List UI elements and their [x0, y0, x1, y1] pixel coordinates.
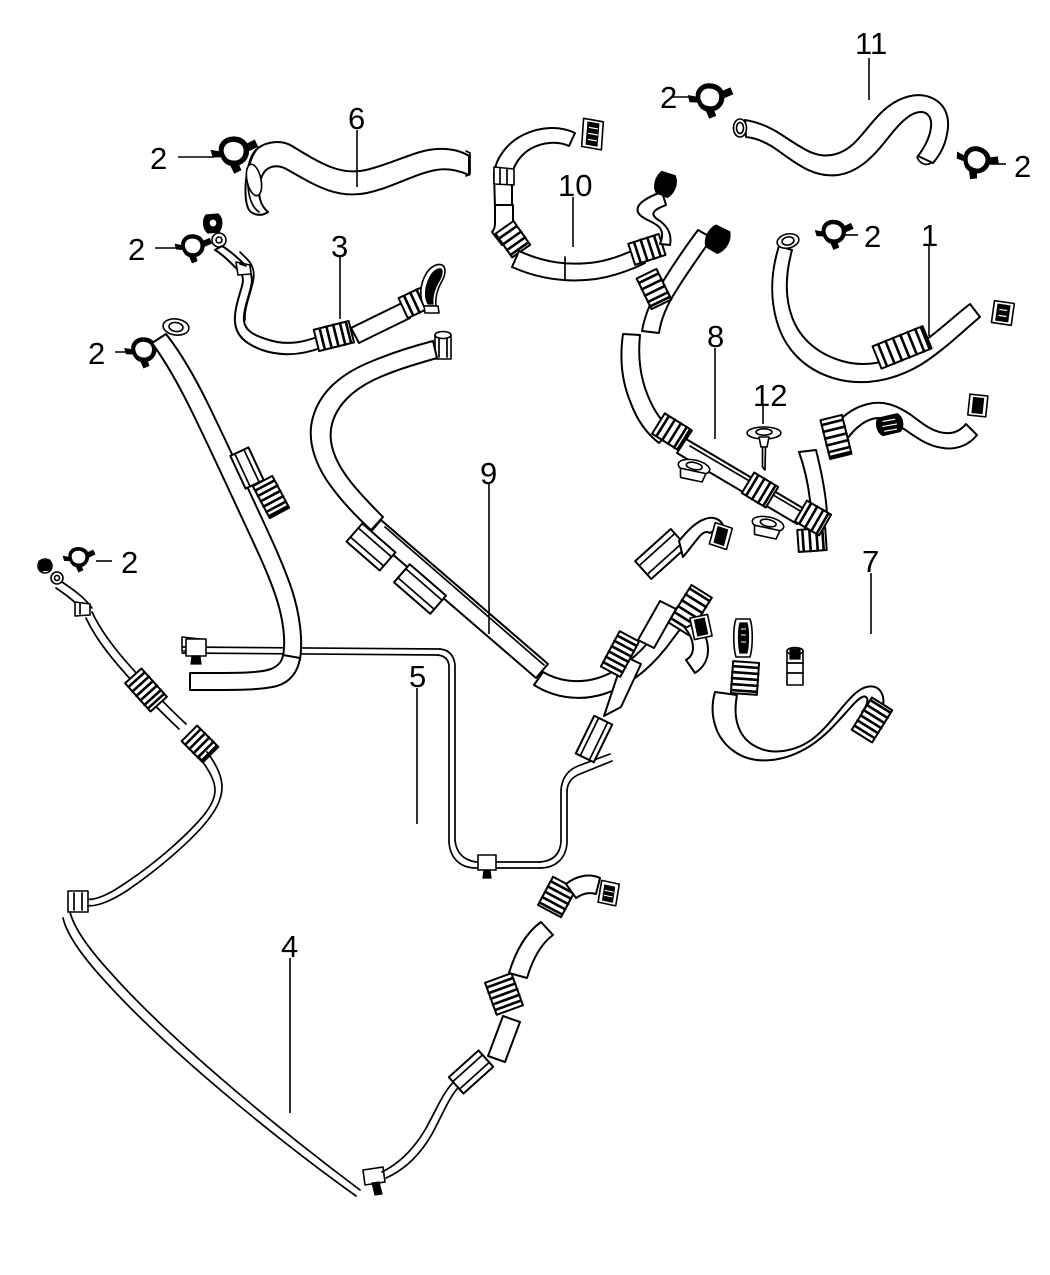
part-2-hose-clamp [686, 81, 736, 121]
callout-number-7: 7 [862, 544, 880, 579]
callout-number-2: 2 [1014, 149, 1032, 184]
part-4-long-cooler-line-lower [37, 558, 621, 1197]
callout-number-10: 10 [558, 168, 593, 203]
part-8-pressure-line-rail [620, 224, 833, 540]
callout-number-3: 3 [331, 229, 349, 264]
callout-number-8: 8 [707, 319, 725, 354]
part-1-power-steering-pressure-hose [771, 232, 1016, 384]
callout-leader-lines [96, 58, 1006, 1113]
callout-number-4: 4 [281, 929, 299, 964]
part-1-lower-return-branch [796, 393, 989, 553]
callout-number-2: 2 [128, 232, 146, 267]
callout-number-5: 5 [409, 659, 427, 694]
part-11-reservoir-return-hose [732, 94, 950, 177]
part-3-steering-return-line [202, 213, 446, 356]
callout-number-2: 2 [864, 219, 882, 254]
callout-number-2: 2 [150, 141, 168, 176]
callout-number-6: 6 [348, 101, 366, 136]
callout-number-2: 2 [88, 336, 106, 371]
callout-number-11: 11 [855, 26, 888, 61]
part-10-return-hose-upper [491, 117, 677, 282]
callout-number-9: 9 [480, 456, 498, 491]
part-9-pressure-hose-long [309, 330, 734, 699]
part-12-mounting-screw [746, 426, 782, 471]
callout-number-2: 2 [660, 80, 678, 115]
part-2-hose-clamp [61, 545, 98, 574]
callout-number-1: 1 [921, 218, 939, 253]
callout-number-12: 12 [753, 378, 788, 413]
callout-number-2: 2 [121, 545, 139, 580]
left-descending-hose [151, 318, 303, 691]
part-7-short-loop-hose [711, 618, 894, 762]
part-5-cooler-line-mid [181, 600, 677, 879]
